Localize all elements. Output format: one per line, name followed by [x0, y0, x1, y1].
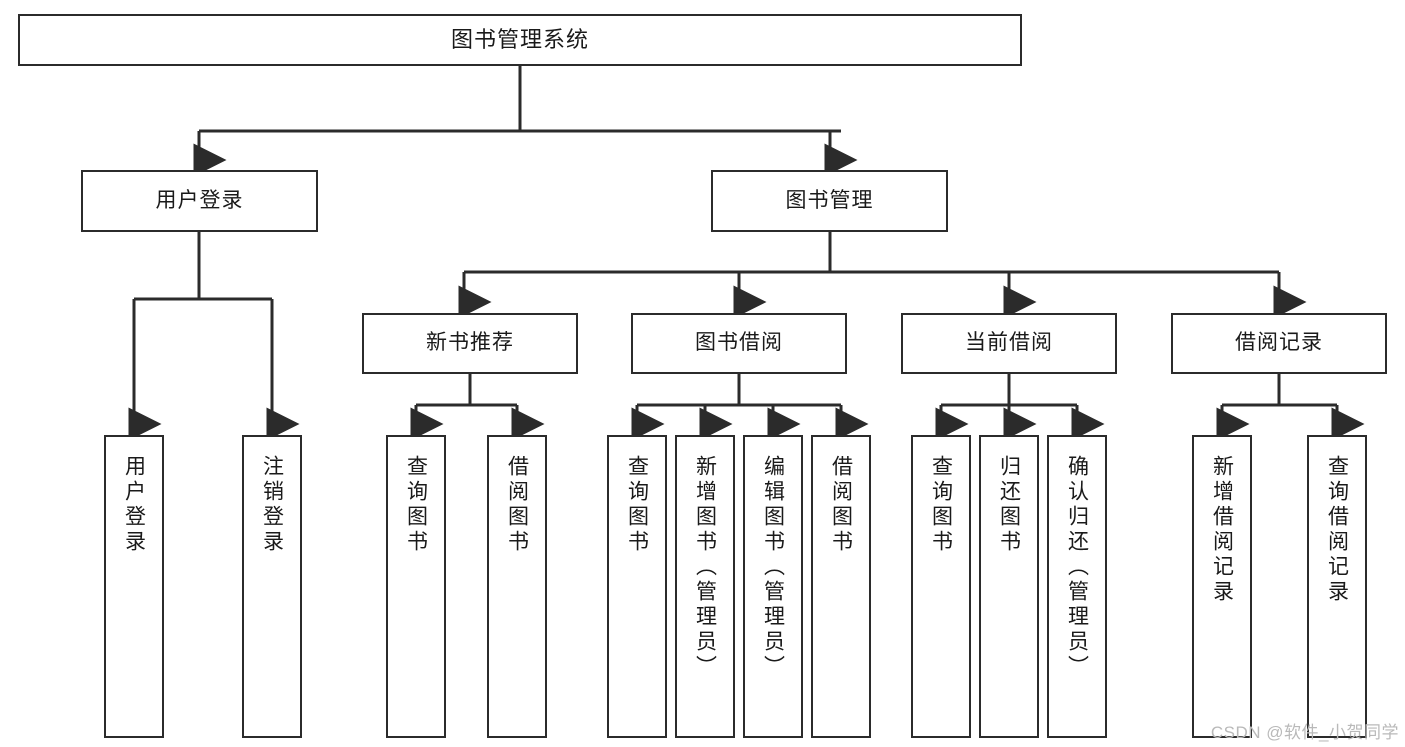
node-label: 借阅记录: [1235, 331, 1323, 355]
node-label: 借阅图书: [829, 455, 853, 555]
node-leaf-add-book[interactable]: 新增图书（管理员）: [675, 435, 735, 738]
node-leaf-add-record[interactable]: 新增借阅记录: [1192, 435, 1252, 738]
node-label: 新书推荐: [426, 331, 514, 355]
node-leaf-borrow-book-1[interactable]: 借阅图书: [487, 435, 547, 738]
node-leaf-query-record[interactable]: 查询借阅记录: [1307, 435, 1367, 738]
node-book-management-system[interactable]: 图书管理系统: [18, 14, 1022, 66]
node-label: 查询图书: [404, 455, 428, 555]
node-label: 图书借阅: [695, 331, 783, 355]
node-label: 图书管理: [785, 188, 874, 212]
node-leaf-edit-book[interactable]: 编辑图书（管理员）: [743, 435, 803, 738]
node-user-login[interactable]: 用户登录: [81, 170, 318, 232]
node-label: 查询借阅记录: [1325, 455, 1349, 605]
node-label: 图书管理系统: [450, 27, 589, 53]
node-leaf-return-book[interactable]: 归还图书: [979, 435, 1039, 738]
node-label: 编辑图书（管理员）: [761, 455, 785, 680]
node-leaf-user-login[interactable]: 用户登录: [104, 435, 164, 738]
node-label: 新增图书（管理员）: [693, 455, 717, 680]
node-label: 注销登录: [260, 455, 284, 555]
node-label: 用户登录: [155, 188, 244, 212]
node-new-book-recommend[interactable]: 新书推荐: [362, 313, 578, 374]
node-leaf-query-book-3[interactable]: 查询图书: [911, 435, 971, 738]
node-label: 当前借阅: [965, 331, 1053, 355]
node-current-borrow[interactable]: 当前借阅: [901, 313, 1117, 374]
node-leaf-query-book-1[interactable]: 查询图书: [386, 435, 446, 738]
node-label: 用户登录: [122, 455, 146, 555]
node-book-manage[interactable]: 图书管理: [711, 170, 948, 232]
node-label: 查询图书: [625, 455, 649, 555]
node-label: 新增借阅记录: [1210, 455, 1234, 605]
node-label: 查询图书: [929, 455, 953, 555]
node-book-borrow[interactable]: 图书借阅: [631, 313, 847, 374]
node-label: 借阅图书: [505, 455, 529, 555]
node-label: 归还图书: [997, 455, 1021, 555]
node-leaf-confirm-return[interactable]: 确认归还（管理员）: [1047, 435, 1107, 738]
node-leaf-borrow-book-2[interactable]: 借阅图书: [811, 435, 871, 738]
csdn-watermark: CSDN @软件_小贺同学: [1210, 723, 1399, 742]
node-leaf-query-book-2[interactable]: 查询图书: [607, 435, 667, 738]
node-leaf-logout[interactable]: 注销登录: [242, 435, 302, 738]
node-borrow-record[interactable]: 借阅记录: [1171, 313, 1387, 374]
node-label: 确认归还（管理员）: [1065, 455, 1089, 680]
